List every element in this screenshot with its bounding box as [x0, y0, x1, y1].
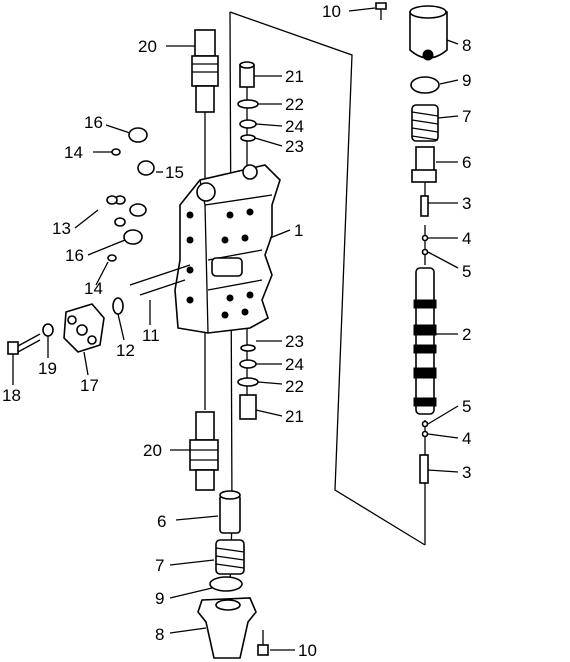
callout-17: 17	[80, 376, 99, 395]
callout-22-top: 22	[285, 95, 304, 114]
callout-4-bot: 4	[462, 429, 471, 448]
callout-14-bot: 14	[84, 279, 103, 298]
callout-20-top: 20	[138, 37, 157, 56]
callout-24-bot: 24	[285, 355, 304, 374]
callout-16-bot: 16	[65, 246, 84, 265]
callout-7-top: 7	[462, 107, 471, 126]
callout-21-bot: 21	[285, 407, 304, 426]
callout-11: 11	[142, 326, 160, 345]
callout-10-bot: 10	[298, 641, 317, 660]
callout-1: 1	[294, 221, 303, 240]
callout-15: 15	[165, 163, 184, 182]
lower-fittings	[189, 344, 259, 491]
callout-6-bot: 6	[157, 512, 166, 531]
callout-23-top: 23	[285, 137, 304, 156]
right-upper-parts	[375, 2, 448, 484]
callout-8-top: 8	[462, 36, 471, 55]
callout-22-bot: 22	[285, 377, 304, 396]
spring-bottom	[215, 539, 245, 575]
spring-top	[411, 104, 439, 142]
callout-13: 13	[52, 219, 71, 238]
callout-3-bot: 3	[462, 463, 471, 482]
callout-20-bot: 20	[143, 441, 162, 460]
callout-5-bot: 5	[462, 397, 471, 416]
callout-5-top: 5	[462, 262, 471, 281]
upper-fittings	[191, 29, 259, 142]
callout-9-top: 9	[462, 71, 471, 90]
callout-9-bot: 9	[155, 589, 164, 608]
callout-labels: 10 8 9 7 6 3 4 5 2 5 4 3 20 21 22 24 23 …	[2, 2, 471, 660]
callout-10-top: 10	[322, 2, 341, 21]
left-side-parts	[7, 127, 191, 355]
leader-lines	[12, 7, 459, 651]
callout-16-top: 16	[84, 113, 103, 132]
callout-23-bot: 23	[285, 332, 304, 351]
callout-6-top: 6	[462, 153, 471, 172]
callout-18: 18	[2, 386, 21, 405]
callout-2: 2	[462, 325, 471, 344]
callout-24-top: 24	[285, 117, 304, 136]
spool	[413, 267, 437, 415]
callout-14-top: 14	[64, 143, 83, 162]
bottom-cover-parts	[197, 490, 269, 659]
callout-8-bot: 8	[155, 625, 164, 644]
valve-body	[174, 164, 281, 334]
callout-19: 19	[38, 359, 57, 378]
callout-21-top: 21	[285, 67, 304, 86]
callout-12: 12	[116, 341, 135, 360]
callout-3-top: 3	[462, 194, 471, 213]
callout-4-top: 4	[462, 229, 471, 248]
callout-7-bot: 7	[155, 556, 164, 575]
